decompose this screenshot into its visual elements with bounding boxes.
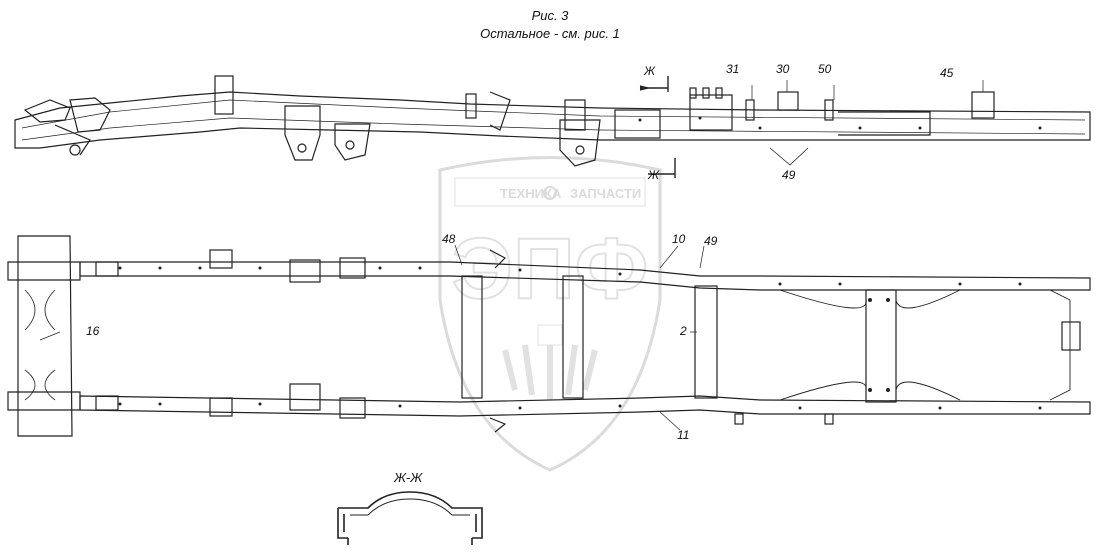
label-10: 10	[672, 232, 686, 246]
label-11: 11	[677, 428, 690, 442]
side-view-frame	[14, 75, 1091, 178]
section-title: Ж-Ж	[394, 470, 423, 485]
label-48: 48	[442, 232, 456, 246]
figure-caption: Рис. 3	[531, 8, 569, 23]
figure-note: Остальное - см. рис. 1	[480, 26, 620, 41]
label-16: 16	[86, 324, 100, 338]
label-31: 31	[726, 62, 740, 76]
section-marker-top: Ж	[644, 64, 656, 78]
watermark-text-top: ТЕХНИКА	[500, 186, 562, 201]
top-view-frame	[7, 235, 1091, 437]
watermark-text-top2: ЗАПЧАСТИ	[570, 186, 641, 201]
section-profile	[337, 491, 483, 545]
label-leaders	[39, 244, 705, 431]
label-2: 2	[680, 324, 687, 338]
label-50: 50	[818, 62, 832, 76]
gear-icon	[543, 186, 557, 200]
label-49-side: 49	[782, 168, 796, 182]
label-49-top: 49	[704, 234, 718, 248]
rivet-dots	[118, 116, 1042, 410]
section-marker-bottom: Ж	[648, 168, 660, 182]
label-45: 45	[940, 66, 954, 80]
watermark-logo: ТЕХНИКА ЗАПЧАСТИ ЭПФ	[438, 156, 662, 472]
label-30: 30	[776, 62, 790, 76]
